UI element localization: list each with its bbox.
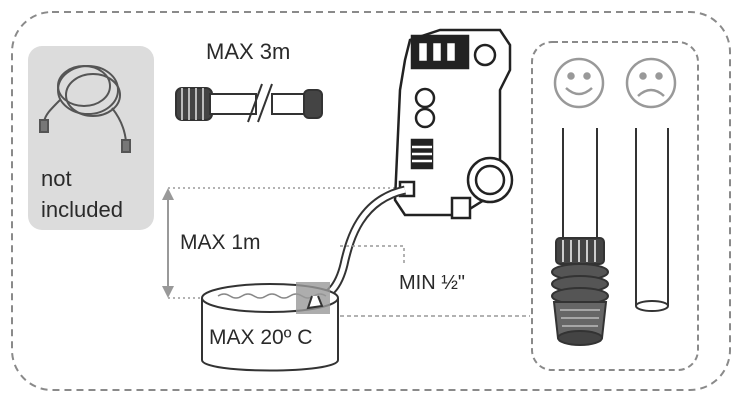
not-included-label-line1: not — [41, 166, 72, 191]
supply-hose — [316, 185, 407, 305]
min-diameter-label: MIN ½" — [399, 272, 465, 294]
hose-with-suction-filter-icon — [551, 128, 609, 346]
open-hose-end-icon — [635, 128, 669, 312]
not-included-label-line2: included — [41, 197, 123, 222]
sad-face-icon — [625, 57, 677, 109]
pressure-washer-icon — [393, 28, 514, 220]
filter-comparison-panel — [531, 41, 699, 371]
max-hose-length-label: MAX 3m — [206, 39, 291, 64]
hose-coupling-icon — [175, 83, 323, 123]
water-bucket-icon — [201, 282, 339, 372]
max-temperature-label: MAX 20º C — [209, 326, 313, 349]
coiled-garden-hose-icon — [39, 65, 131, 153]
smiley-face-icon — [553, 57, 605, 109]
max-height-label: MAX 1m — [180, 231, 261, 254]
outer-dashed-frame — [11, 11, 731, 391]
